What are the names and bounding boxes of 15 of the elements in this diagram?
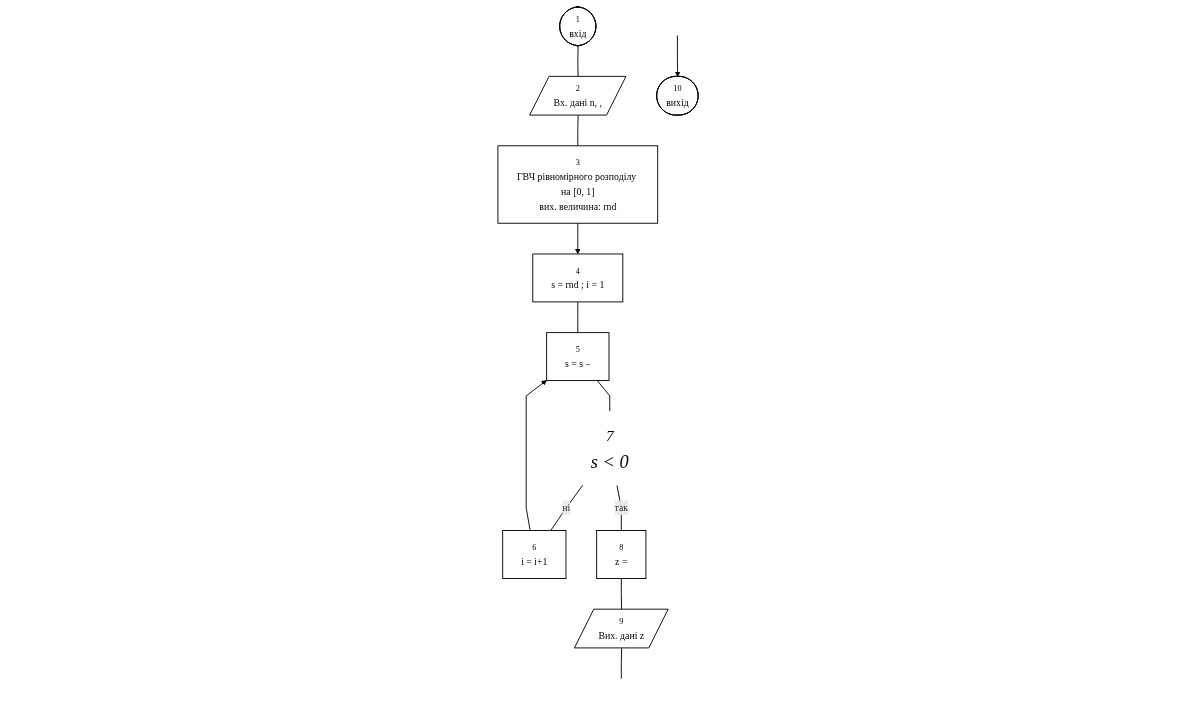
connector bbox=[577, 45, 580, 78]
connector bbox=[621, 647, 623, 680]
node-box: 6 i = i+1 bbox=[502, 530, 567, 579]
node-box: 8 z = bbox=[596, 530, 647, 579]
edge-label: ні bbox=[562, 502, 571, 513]
connector bbox=[577, 114, 580, 147]
connector bbox=[577, 301, 579, 334]
node-box: 4 s = rnd ; i = 1 bbox=[532, 253, 624, 303]
connector bbox=[597, 380, 611, 412]
connector bbox=[621, 578, 623, 610]
node-box: 3 ГВЧ рівномірного розподілу на [0, 1] вих. величина: rnd bbox=[497, 145, 659, 224]
node-box: 5 s = s – bbox=[546, 332, 610, 382]
connector bbox=[550, 484, 584, 531]
edge-label: так bbox=[614, 502, 629, 513]
node-text: 7 s < 0 bbox=[591, 427, 630, 473]
